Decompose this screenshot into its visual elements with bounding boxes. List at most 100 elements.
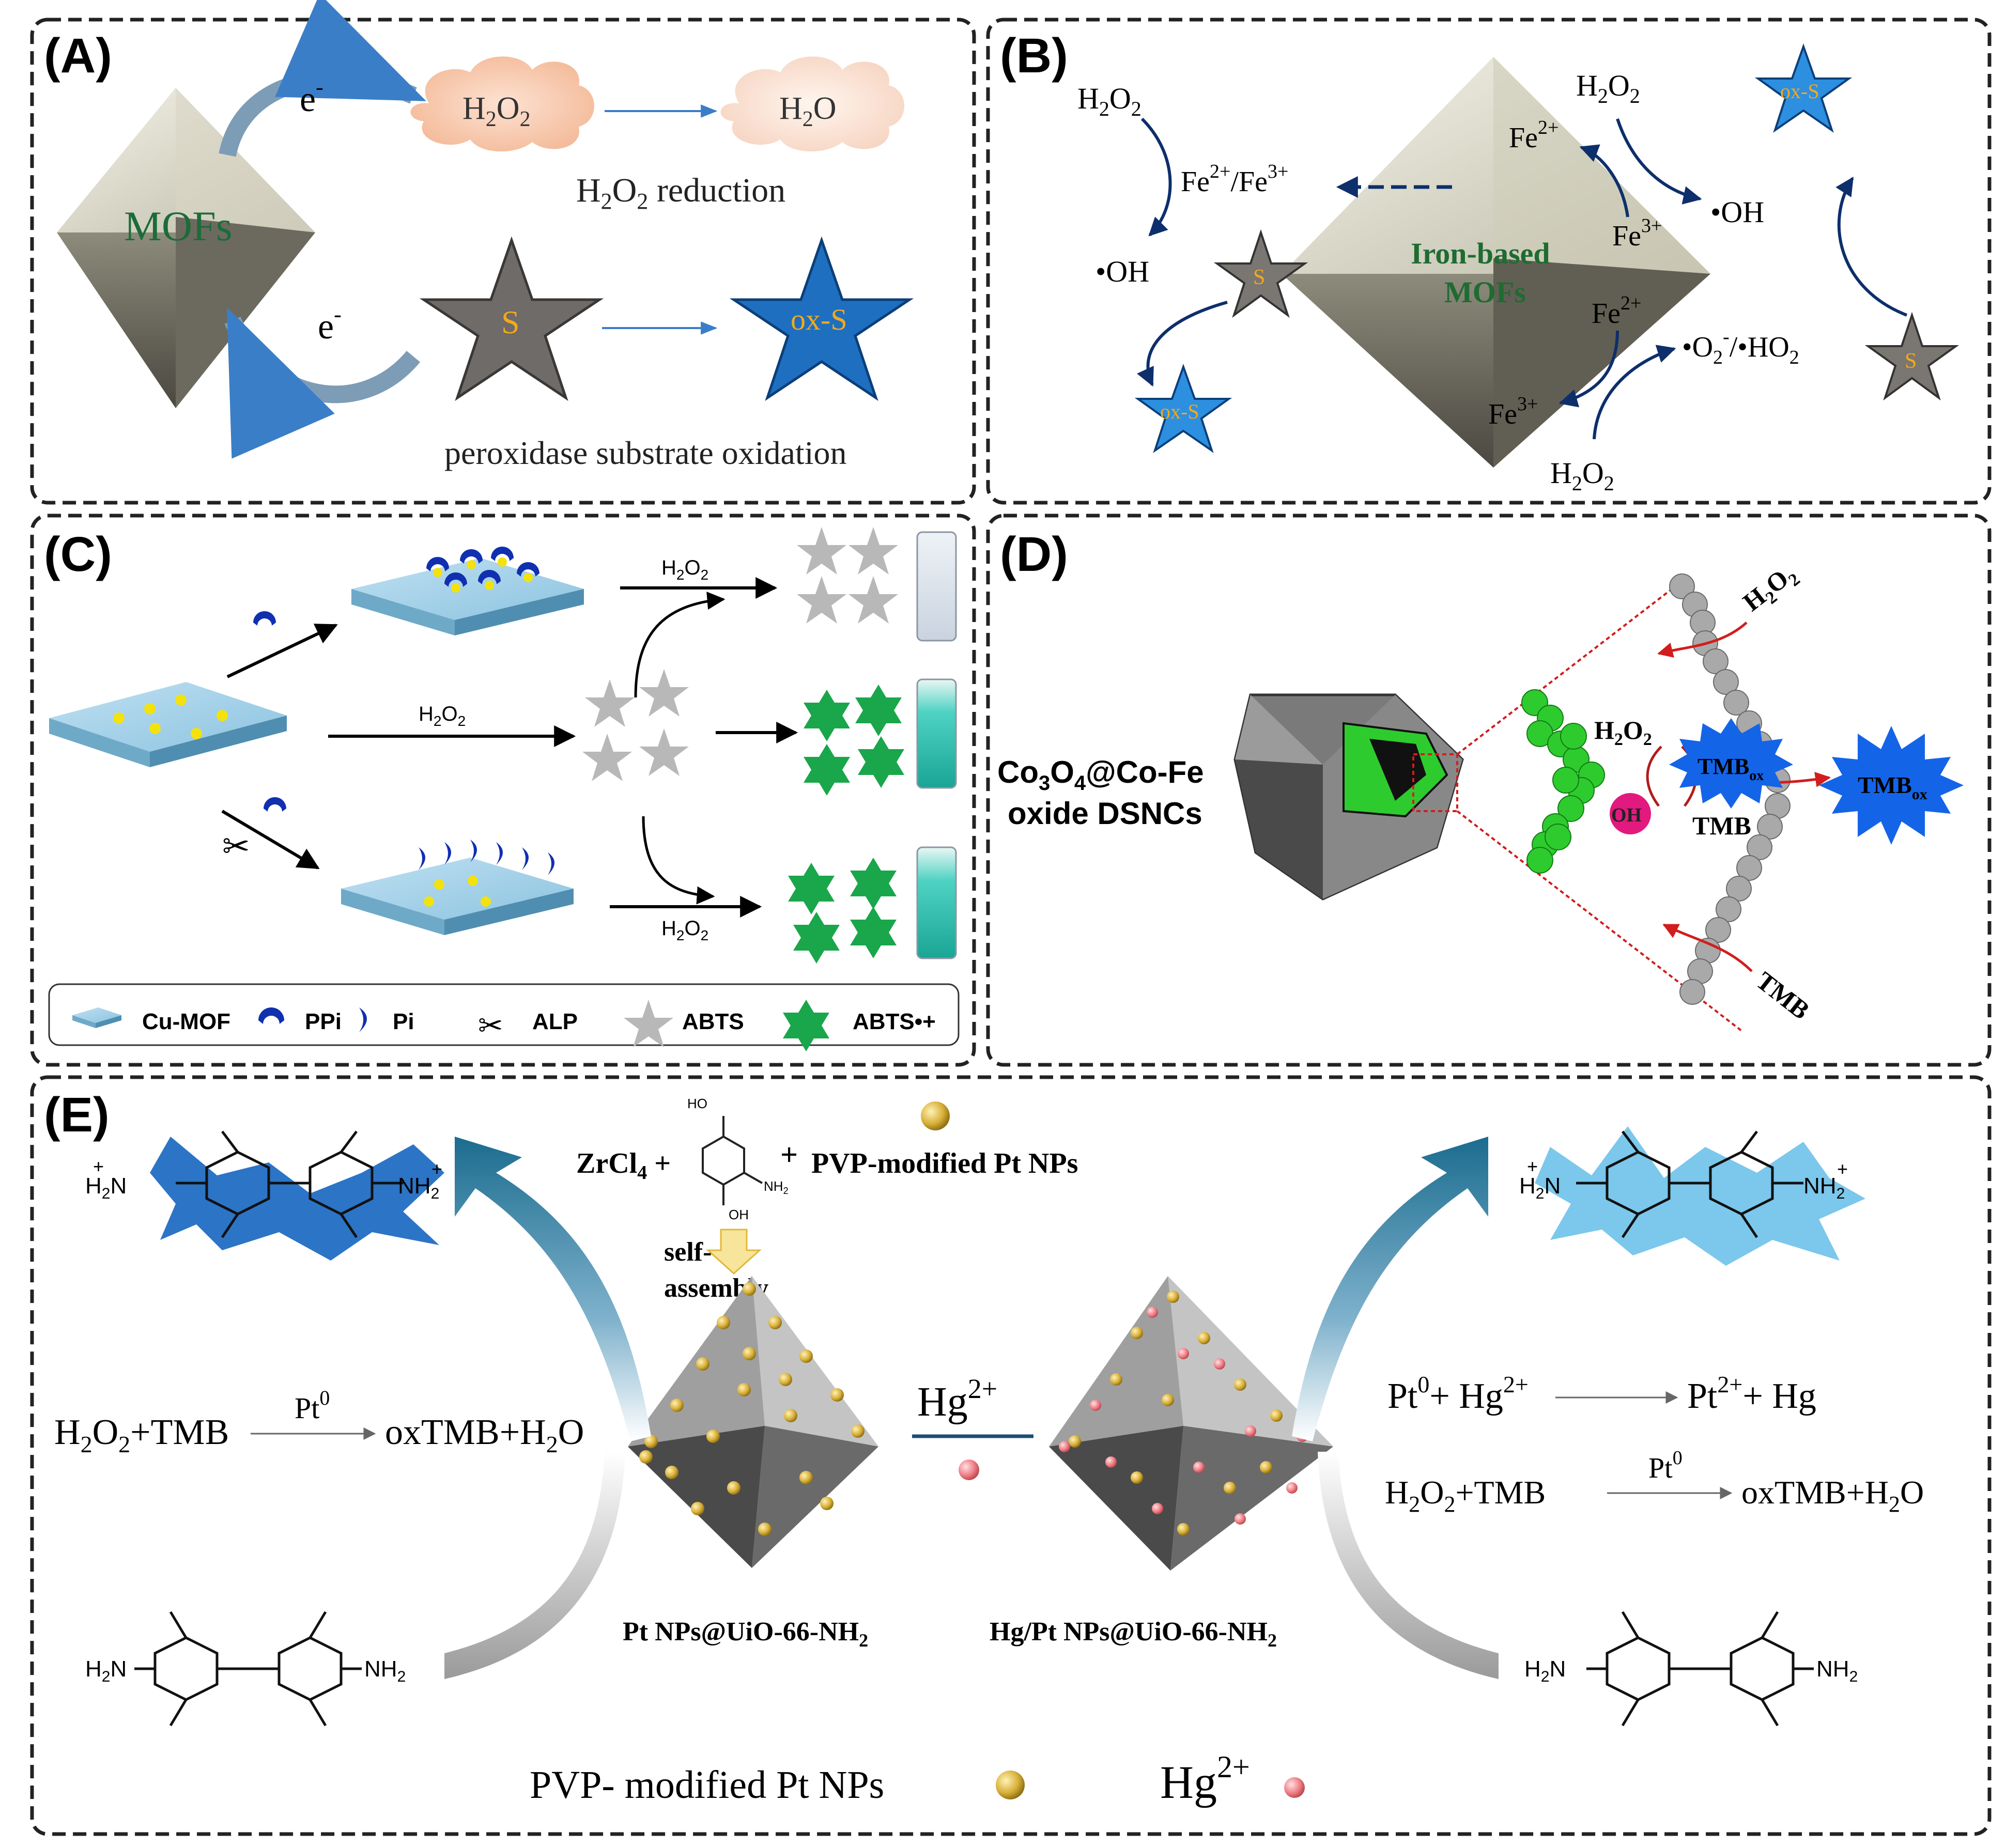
right-curve-down — [1318, 1452, 1499, 1679]
pi-molecules — [419, 840, 554, 875]
electron-bottom: e- — [318, 302, 342, 347]
mof-label: MOFs — [124, 203, 233, 250]
panel-e-tag: (E) — [44, 1088, 110, 1142]
hg-ion-label: Hg2+ — [917, 1373, 997, 1425]
oxs-b-left-label: ox-S — [1160, 400, 1199, 423]
oh-radical-label: OH — [1611, 804, 1642, 826]
iron-mof-label-1: Iron-based — [1411, 237, 1550, 270]
left-curve-down — [444, 1452, 625, 1679]
panel-d-border — [986, 514, 1992, 1067]
plus-sign-2: + — [780, 1138, 798, 1172]
ppi-add-arrow — [226, 624, 338, 678]
fe-cycle-arrow-top — [1579, 144, 1629, 218]
fe2-bottom: Fe2+ — [1592, 292, 1641, 330]
ppi-molecules-top — [426, 547, 539, 587]
panel-b: (B) Iron-based MOFs Fe2+ Fe3+ Fe2+ Fe3+ … — [1000, 28, 1959, 495]
pt-np-top — [921, 1101, 950, 1130]
self-assembly-arrow — [706, 1229, 762, 1275]
tmb-left-nh2: NH2 — [364, 1656, 406, 1685]
legend-alp: ALP — [532, 1009, 578, 1034]
panel-c-border — [30, 514, 976, 1067]
h2o2-mid: H2O2 — [419, 703, 466, 729]
linker-oh-top: HO — [687, 1096, 707, 1111]
oxidized-substrate-label: ox-S — [791, 303, 847, 336]
material-line2: oxide DSNCs — [1008, 796, 1202, 831]
panel-c-tag: (C) — [44, 527, 112, 582]
legend-abts-icon — [624, 1000, 673, 1047]
tmb-left — [134, 1611, 362, 1727]
h2o2-d-mid: H2O2 — [1594, 716, 1652, 749]
legend-abts-radical-icon — [783, 1000, 829, 1051]
panel-a-border — [30, 18, 976, 505]
zoom-line-top — [1456, 580, 1683, 755]
h2o2-entry-arrow — [1657, 622, 1748, 658]
s-to-oxs-arrow-right — [1835, 176, 1908, 317]
oh-left: •OH — [1095, 255, 1149, 288]
panel-b-border — [986, 18, 1992, 505]
tmbox-small-label: TMBox — [1698, 754, 1764, 784]
tmb-right — [1586, 1611, 1814, 1727]
legend-pi-icon — [359, 1007, 367, 1032]
fe-pair-label: Fe2+/Fe3+ — [1181, 161, 1288, 198]
h2o-cloud: H2O — [720, 56, 904, 152]
tube-mid — [916, 678, 957, 789]
oh-right: •OH — [1710, 195, 1764, 229]
oxtmb-left-h2n-plus: + — [93, 1156, 104, 1177]
h2o2-top-right: H2O2 — [1576, 69, 1640, 107]
abts-to-bottom-arrow — [642, 816, 715, 905]
oxtmb-left-nh2-plus: + — [431, 1158, 442, 1179]
linker-nh2: NH2 — [764, 1178, 789, 1196]
hg-ion-center — [959, 1459, 979, 1480]
legend-alp-icon: ✂ — [478, 1009, 503, 1043]
zrcl4-label: ZrCl4 + — [576, 1147, 671, 1184]
self-assembly-1: self- — [664, 1237, 712, 1267]
legend-pvp-pt: PVP- modified Pt NPs — [530, 1763, 884, 1807]
right-catalyst: Pt0 — [1648, 1447, 1683, 1484]
substrate-label: S — [501, 304, 520, 340]
legend-hg-dot — [1284, 1777, 1305, 1798]
linker-molecule — [702, 1116, 763, 1205]
abts-to-top-arrow — [634, 592, 726, 698]
left-curve-up — [455, 1137, 651, 1441]
dsnc-polyhedron — [1233, 693, 1464, 900]
oxidation-label: peroxidase substrate oxidation — [444, 434, 846, 471]
legend-abts-radical: ABTS•+ — [853, 1009, 936, 1034]
s-to-oxs-arrow-left — [1137, 301, 1228, 387]
hg-ions-right — [1059, 1307, 1308, 1525]
tube-bottom — [916, 846, 957, 959]
legend-abts: ABTS — [682, 1009, 744, 1034]
cu-mof-slab-ppi — [351, 558, 584, 635]
pvp-pt-label: PVP-modified Pt NPs — [811, 1147, 1078, 1179]
substrate-star-b-right: S — [1864, 312, 1959, 401]
legend-cu-mof: Cu-MOF — [142, 1009, 230, 1034]
reduction-label: H2O2 reduction — [576, 172, 785, 214]
panel-e: (E) ZrCl4 + HO NH2 OH + PVP-modified Pt … — [44, 1088, 1924, 1808]
h2o2-to-oh-right — [1616, 118, 1702, 205]
left-octahedron-label: Pt NPs@UiO-66-NH2 — [623, 1617, 868, 1651]
tmb-d-bottom: TMB — [1751, 966, 1815, 1025]
right-curve-up — [1292, 1137, 1488, 1441]
abts-radical-stars-mid — [804, 685, 904, 796]
left-catalyst: Pt0 — [295, 1386, 330, 1425]
h2o2-d-top: H2O2 — [1737, 558, 1803, 620]
redox-curve-1 — [1646, 746, 1662, 807]
panel-a-tag: (A) — [44, 28, 112, 83]
tmbox-burst-small: TMBox — [1669, 718, 1793, 809]
green-sphere-chain — [1521, 689, 1605, 874]
ppi-cores — [433, 557, 533, 593]
pt-nps-left — [639, 1282, 865, 1536]
substrate-b-left-label: S — [1253, 266, 1265, 289]
material-line1: Co3O4@Co-Fe — [997, 755, 1204, 795]
legend-pt-dot — [996, 1771, 1025, 1799]
superoxide-label: •O2-/•HO2 — [1682, 326, 1799, 368]
tmb-d-mid: TMB — [1692, 811, 1751, 840]
panel-a: (A) MOFs e- e- H2O2 H2O H2O2 reduction S — [44, 0, 914, 471]
h2o2-bottom-c: H2O2 — [661, 917, 708, 943]
legend-pi: Pi — [393, 1009, 414, 1034]
cu-mof-slab-pi — [341, 858, 574, 935]
right-octahedron-label: Hg/Pt NPs@UiO-66-NH2 — [990, 1617, 1277, 1651]
ppi-reagent — [253, 611, 276, 626]
iron-mof-label-2: MOFs — [1444, 275, 1526, 309]
h2o2-bottom-right: H2O2 — [1550, 456, 1614, 495]
